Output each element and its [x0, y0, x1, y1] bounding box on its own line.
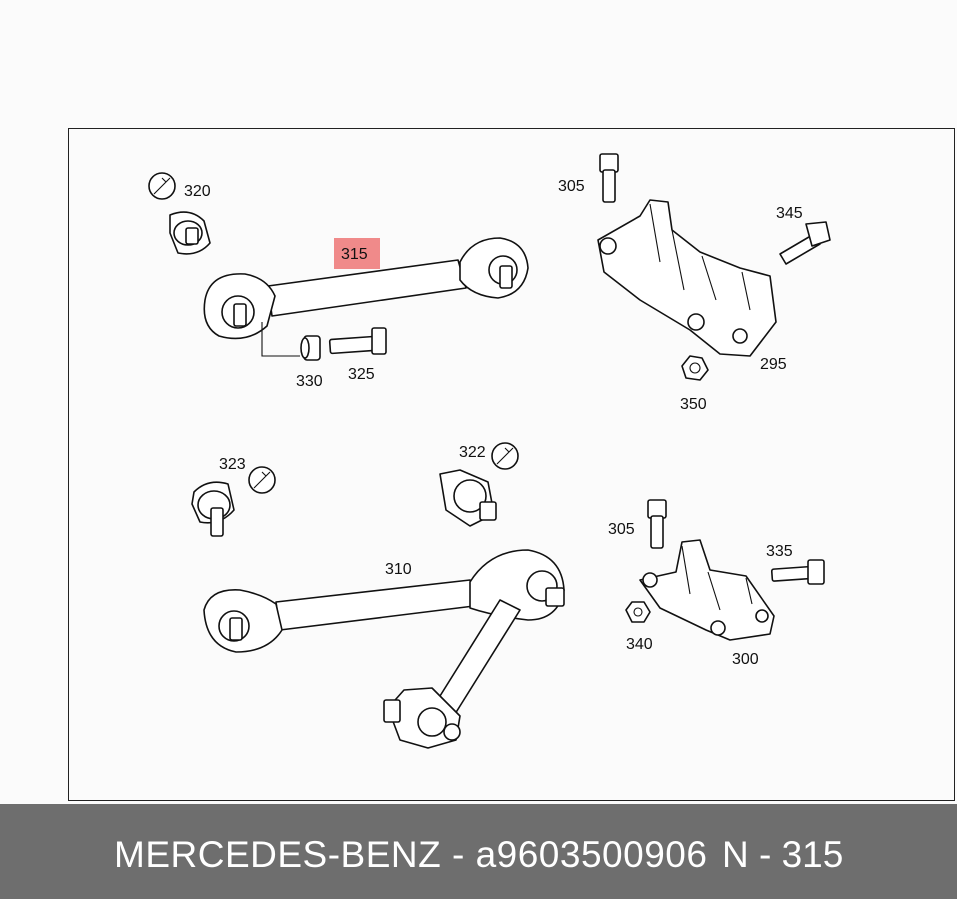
- parts-diagram: 320 315 330 325 305 345: [148, 153, 831, 749]
- label-330: 330: [296, 373, 323, 390]
- wrench-icon: [148, 172, 176, 200]
- bolt-345: [779, 221, 831, 265]
- label-295: 295: [760, 356, 787, 373]
- bolt-305-upper: [599, 153, 619, 203]
- footer-reference: N - 315: [722, 834, 844, 875]
- label-350: 350: [680, 396, 707, 413]
- bracket-295: [597, 199, 777, 357]
- label-315: 315: [341, 246, 368, 263]
- bushing-322: [439, 469, 497, 527]
- label-305-lower: 305: [608, 521, 635, 538]
- label-320: 320: [184, 183, 211, 200]
- label-345: 345: [776, 205, 803, 222]
- bracket-300: [639, 539, 775, 641]
- label-300: 300: [732, 651, 759, 668]
- wrench-icon-323: [248, 466, 276, 494]
- highlight-box: [334, 238, 380, 269]
- label-305-upper: 305: [558, 178, 585, 195]
- footer-bar: MERCEDES-BENZ - a9603500906 N - 315: [0, 804, 957, 899]
- label-335: 335: [766, 543, 793, 560]
- label-325: 325: [348, 366, 375, 383]
- label-310: 310: [385, 561, 412, 578]
- footer-part-number: MERCEDES-BENZ - a9603500906: [114, 834, 708, 875]
- label-322: 322: [459, 444, 486, 461]
- bolt-305-lower: [647, 499, 667, 549]
- control-arm-315: [203, 237, 529, 357]
- nut-340: [625, 601, 651, 623]
- bushing-320: [169, 211, 211, 255]
- wrench-icon-322: [491, 442, 519, 470]
- sleeve-330: [300, 335, 321, 361]
- label-340: 340: [626, 636, 653, 653]
- nut-350: [681, 355, 709, 381]
- bolt-325: [328, 327, 387, 355]
- control-arm-310: [203, 549, 565, 749]
- label-323: 323: [219, 456, 246, 473]
- bolt-335: [770, 559, 825, 585]
- bushing-323: [191, 481, 235, 537]
